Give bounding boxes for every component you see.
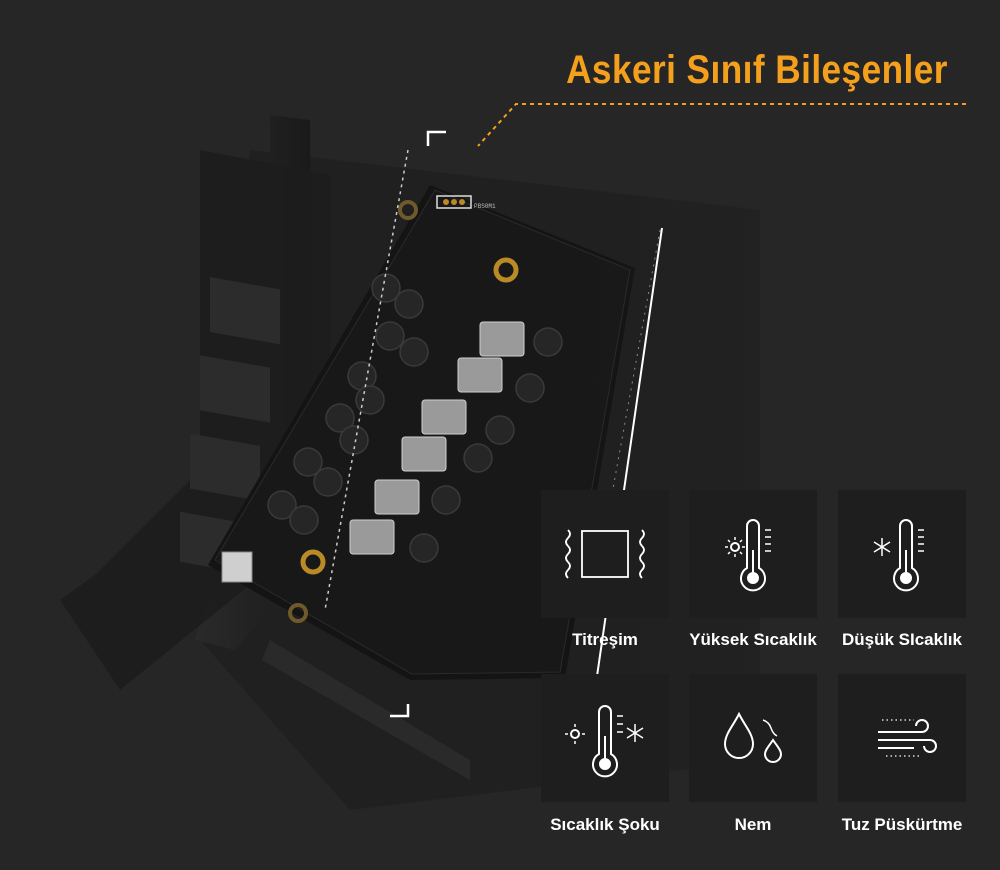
focus-frame bbox=[390, 130, 446, 718]
thermal-shock-icon bbox=[565, 705, 644, 778]
vibration-icon bbox=[565, 529, 645, 579]
feature-tile-salt-spray bbox=[838, 674, 966, 802]
feature-label-thermal-shock: Sıcaklık Şoku bbox=[550, 815, 660, 834]
humidity-icon bbox=[723, 711, 783, 763]
feature-tile-vibration bbox=[541, 490, 669, 618]
feature-label-low-temperature: Düşük SIcaklık bbox=[841, 630, 962, 649]
guide-line-left bbox=[324, 149, 409, 611]
salt-spray-icon bbox=[878, 719, 937, 757]
feature-label-vibration: Titreşim bbox=[572, 630, 638, 649]
feature-tile-thermal-shock bbox=[541, 674, 669, 802]
title-callout-line bbox=[477, 103, 966, 147]
feature-tile-high-temperature bbox=[689, 490, 817, 618]
low-temperature-icon bbox=[873, 519, 924, 592]
feature-tile-low-temperature bbox=[838, 490, 966, 618]
high-temperature-icon bbox=[725, 519, 771, 592]
feature-tile-humidity bbox=[689, 674, 817, 802]
pcb-board: PBS0M1 bbox=[208, 185, 635, 780]
feature-label-high-temperature: Yüksek Sıcaklık bbox=[689, 630, 817, 649]
feature-label-salt-spray: Tuz Püskürtme bbox=[841, 815, 963, 834]
feature-label-humidity: Nem bbox=[734, 815, 772, 834]
page-title: Askeri Sınıf Bileşenler bbox=[566, 48, 948, 92]
board-silkscreen-label: PBS0M1 bbox=[474, 203, 496, 210]
